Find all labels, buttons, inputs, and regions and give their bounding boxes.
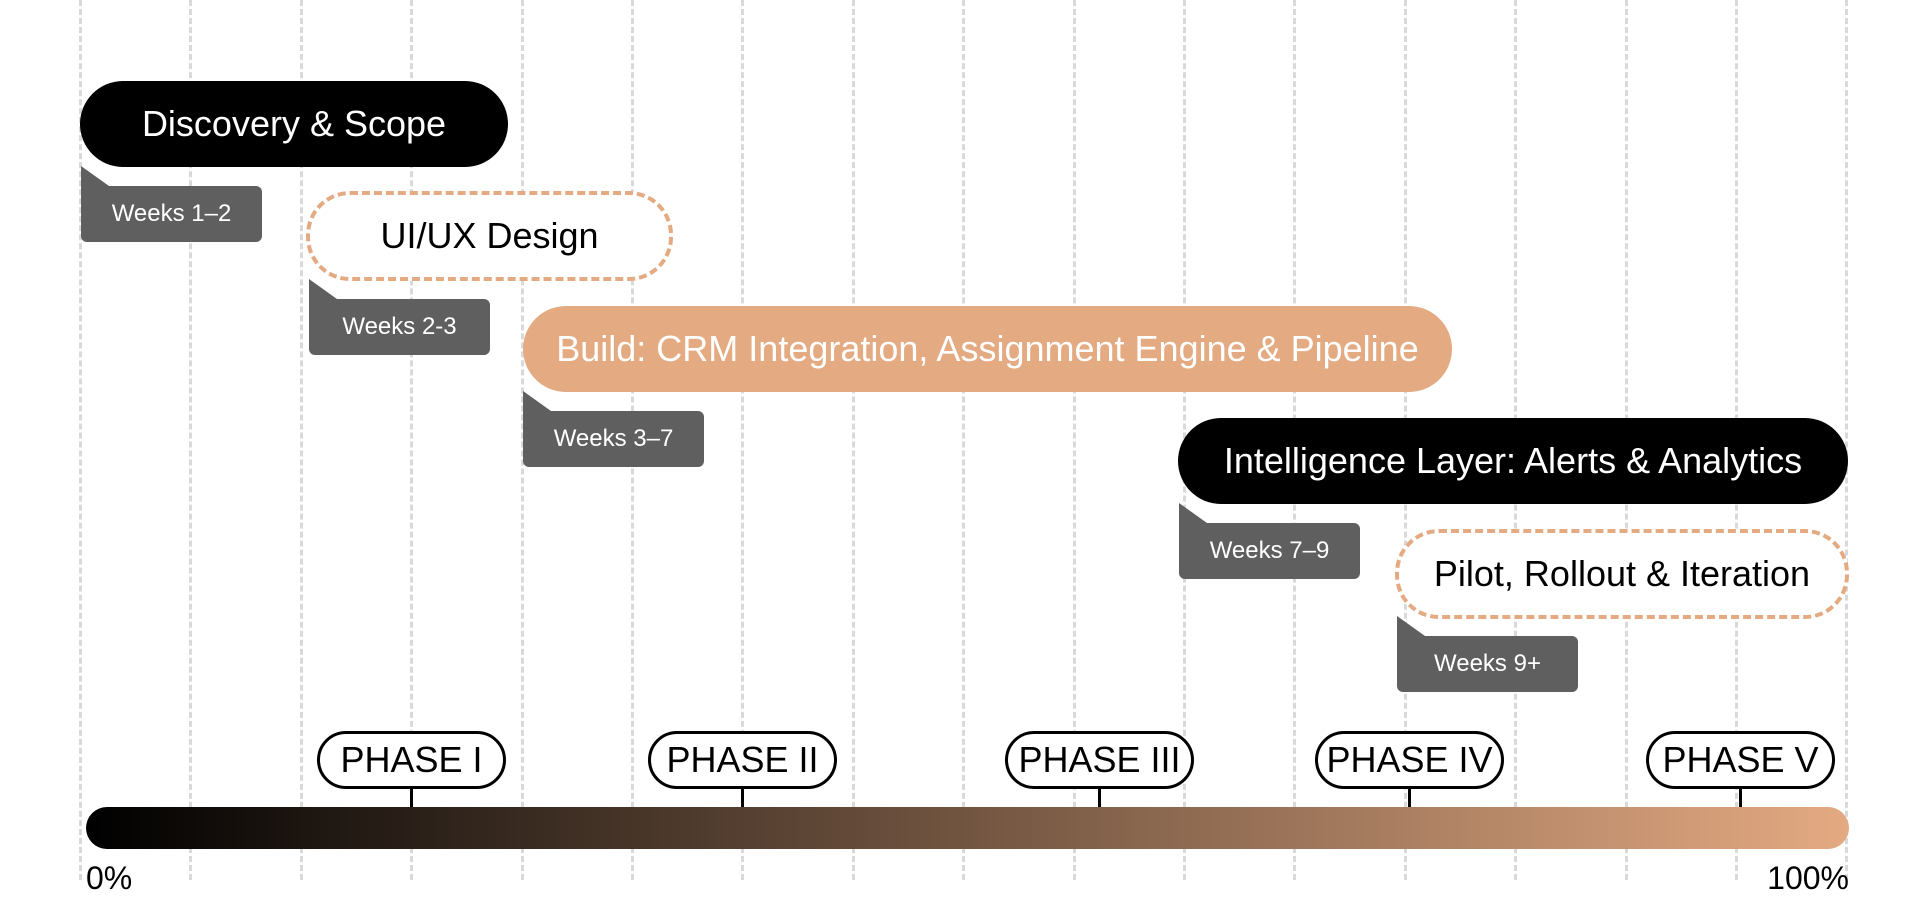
gridline <box>1073 0 1076 880</box>
gridline <box>521 0 524 880</box>
task-bar-build: Build: CRM Integration, Assignment Engin… <box>523 306 1452 392</box>
task-bar-design: UI/UX Design <box>306 191 673 281</box>
phase-label-4: PHASE IV <box>1315 731 1504 789</box>
gridline <box>410 0 413 880</box>
phase-label-3: PHASE III <box>1005 731 1194 789</box>
phase-marker-5 <box>1739 789 1742 808</box>
gridline <box>189 0 192 880</box>
phase-marker-2 <box>741 789 744 808</box>
gridline <box>962 0 965 880</box>
axis-end-label: 100% <box>1767 860 1849 896</box>
task-bar-pilot: Pilot, Rollout & Iteration <box>1395 529 1849 619</box>
duration-tag-design: Weeks 2-3 <box>309 279 490 355</box>
gridline <box>852 0 855 880</box>
phase-label-5: PHASE V <box>1646 731 1835 789</box>
gridline <box>300 0 303 880</box>
duration-tag-build: Weeks 3–7 <box>523 391 704 467</box>
task-bar-intelligence: Intelligence Layer: Alerts & Analytics <box>1178 418 1848 504</box>
gridline <box>741 0 744 880</box>
phase-marker-3 <box>1098 789 1101 808</box>
phase-marker-1 <box>410 789 413 808</box>
duration-tag-intelligence: Weeks 7–9 <box>1179 503 1360 579</box>
gridline <box>79 0 82 880</box>
phase-marker-4 <box>1408 789 1411 808</box>
gridline <box>1845 0 1848 880</box>
phase-label-1: PHASE I <box>317 731 506 789</box>
phase-label-2: PHASE II <box>648 731 837 789</box>
axis-start-label: 0% <box>86 860 133 896</box>
progress-gradient-bar <box>86 807 1849 849</box>
task-bar-discovery: Discovery & Scope <box>80 81 508 167</box>
duration-tag-pilot: Weeks 9+ <box>1397 616 1578 692</box>
duration-tag-discovery: Weeks 1–2 <box>81 166 262 242</box>
